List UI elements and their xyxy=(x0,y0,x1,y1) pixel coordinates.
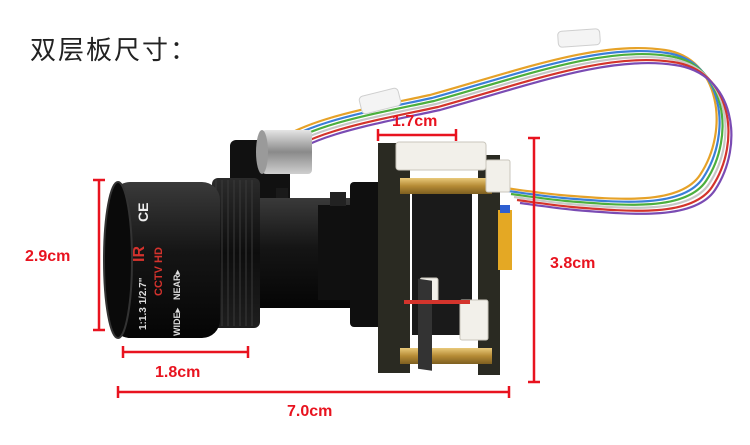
dimension-lines xyxy=(93,129,540,398)
dimension-label-lens-length: 1.8cm xyxy=(155,364,201,381)
lens-mark-ce: CE xyxy=(135,203,151,222)
lens-mark-wide: WIDE▸ xyxy=(172,308,182,336)
dimension-label-board-width: 1.7cm xyxy=(392,113,438,130)
dimension-label-lens-height: 2.9cm xyxy=(25,248,71,265)
dimension-label-total-length: 7.0cm xyxy=(287,403,333,420)
lens-mark-spec: 1:1.3 1/2.7" xyxy=(138,277,149,330)
page-title: 双层板尺寸： xyxy=(30,36,199,66)
dimension-label-board-height: 3.8cm xyxy=(550,255,596,272)
lens-mark-near: NEAR▸ xyxy=(172,269,182,300)
pcb-stack xyxy=(378,141,512,375)
lens-mark-cctv: CCTV HD xyxy=(153,247,165,296)
lens-markings: IR CE CCTV HD 1:1.3 1/2.7" NEAR▸ WIDE▸ xyxy=(131,203,182,336)
lens-mark-ir: IR xyxy=(131,246,148,262)
